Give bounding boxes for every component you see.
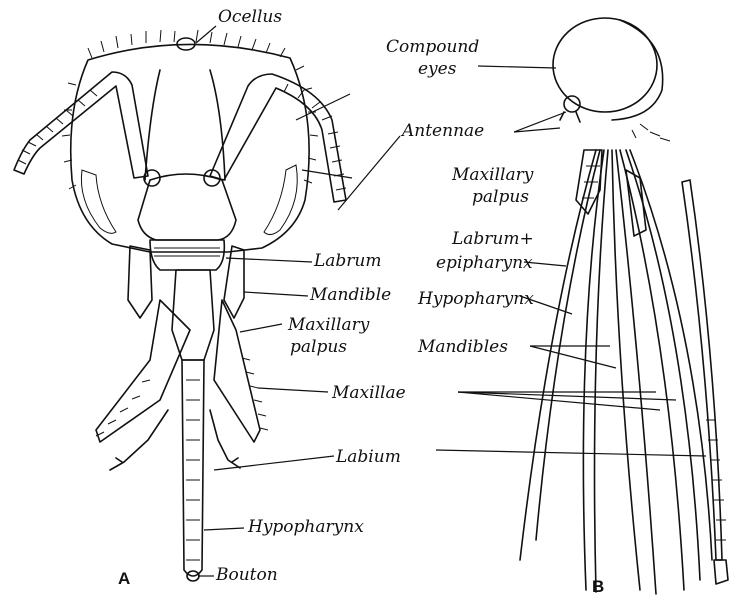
- maxilla-right: [214, 300, 260, 442]
- panel-label-a: A: [118, 569, 130, 588]
- label-compound-eyes-line1: Compound: [386, 37, 479, 57]
- label-maxillary-palpus-a-line2: palpus: [290, 337, 347, 357]
- head-hair-fringe: [62, 30, 318, 189]
- face-sutures: [145, 70, 225, 180]
- glossa: [182, 360, 204, 576]
- label-labrum: Labrum: [313, 251, 382, 271]
- maxilla-left: [96, 300, 190, 442]
- label-mandible: Mandible: [309, 285, 391, 305]
- antenna-right: [210, 74, 346, 202]
- mouthpart-filaments: [520, 150, 712, 594]
- label-hypopharynx-a: Hypopharynx: [247, 517, 364, 537]
- label-maxillary-palpus-a-line1: Maxillary: [287, 315, 370, 335]
- head-front-view: [14, 30, 346, 581]
- label-antennae: Antennae: [400, 121, 484, 141]
- labial-palp-left: [110, 410, 168, 470]
- compound-eye-left: [81, 170, 116, 233]
- label-labium: Labium: [335, 447, 401, 467]
- antenna-left: [14, 72, 148, 178]
- label-ocellus: Ocellus: [218, 7, 282, 27]
- labium-tip-b: [714, 560, 728, 584]
- head-side-view: [520, 18, 728, 594]
- label-maxillae: Maxillae: [331, 383, 406, 403]
- label-labrum-epipharynx-line2: epipharynx: [436, 253, 533, 273]
- label-maxillary-palpus-b-line2: palpus: [472, 187, 529, 207]
- mandible-left: [128, 246, 152, 318]
- antenna-base-b: [564, 96, 580, 112]
- labium-stem: [172, 270, 214, 360]
- labial-palp-right: [210, 410, 240, 468]
- labium-b: [682, 180, 722, 560]
- mandible-right: [224, 246, 244, 318]
- label-maxillary-palpus-b-line1: Maxillary: [451, 165, 534, 185]
- labrum: [150, 240, 224, 270]
- label-mandibles: Mandibles: [417, 337, 508, 357]
- label-compound-eyes-line2: eyes: [418, 59, 457, 79]
- panel-label-b: B: [592, 577, 604, 596]
- clypeus: [138, 174, 236, 240]
- label-bouton: Bouton: [215, 565, 278, 585]
- label-labrum-epipharynx-line1: Labrum+: [451, 229, 534, 249]
- label-hypopharynx-b: Hypopharynx: [417, 289, 534, 309]
